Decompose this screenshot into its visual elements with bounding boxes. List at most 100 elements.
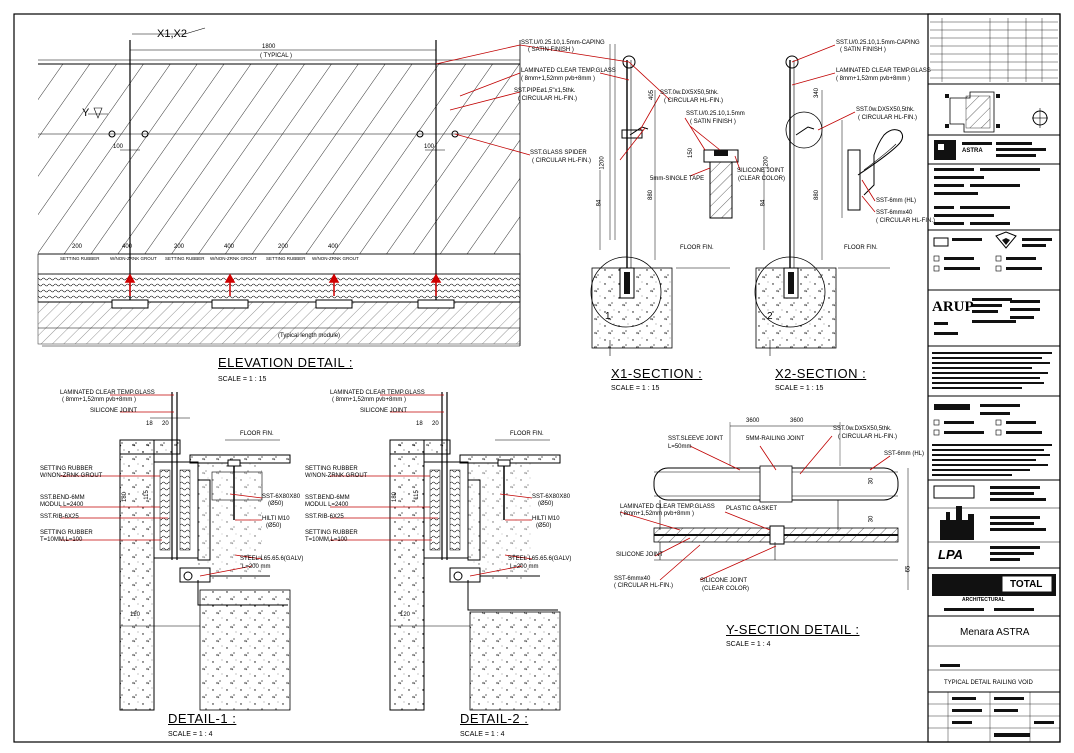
detail1-callout-rubber2-size: T=10MM,L=100 xyxy=(40,537,83,543)
x2-section-drawing xyxy=(754,44,904,349)
detail2-callout-plate: SST-6X80X80 xyxy=(532,494,571,500)
detail1-callout-silicone: SILICONE JOINT xyxy=(90,408,138,414)
y-section-drawing xyxy=(619,422,909,590)
y-callout-silicone2: SILICONE JOINT xyxy=(700,578,748,584)
y-callout-silicone2-color: (CLEAR COLOR) xyxy=(702,586,750,592)
detail2-dim-180: 180 xyxy=(392,491,399,503)
y-dim-30-b: 30 xyxy=(868,515,875,523)
x2-callout-glass: LAMINATED CLEAR TEMP.GLASS xyxy=(836,68,931,74)
elevation-dim-5: 200 xyxy=(278,244,289,250)
detail2-callout-grout: W/NON-ZRNK GROUT xyxy=(305,473,368,479)
elevation-scale: SCALE = 1 : 15 xyxy=(218,376,267,383)
elevation-typical-note: ( TYPICAL ) xyxy=(260,53,293,59)
client-brand: ASTRA xyxy=(962,148,983,154)
elevation-dim-3: 200 xyxy=(174,244,185,250)
detail2-title: DETAIL-2 : xyxy=(460,711,529,726)
detail1-callout-steel-length: L=200 mm xyxy=(242,564,271,570)
x2-callout-plate: SST-6mm (HL) xyxy=(876,198,917,204)
x2-scale: SCALE = 1 : 15 xyxy=(775,385,824,392)
elevation-dim-1: 200 xyxy=(72,244,83,250)
detail2-callout-rubber2: SETTING RUBBER xyxy=(305,530,358,536)
y-callout-railing-joint: 5MM-RAILING JOINT xyxy=(746,436,805,442)
detail1-dim-18: 18 xyxy=(146,421,153,427)
x2-callout-bar-finish: ( CIRCULAR HL-FIN.) xyxy=(876,218,936,224)
title-block-graphics xyxy=(928,18,1060,742)
detail1-callout-module: MODUL L=2400 xyxy=(40,502,84,508)
x1-callout-caping-finish: ( SATIN FINISH ) xyxy=(528,47,574,53)
x1-marker: 1 xyxy=(605,311,611,322)
x1-callout-spider-finish: ( CIRCULAR HL-FIN.) xyxy=(532,158,592,164)
x1-callout-caping: SST.U/0.25.10,1.5mm-CAPING xyxy=(521,40,605,46)
detail2-callout-bend: SST.BEND-6MM xyxy=(305,495,350,501)
x2-callout-floor: FLOOR FIN. xyxy=(844,245,878,251)
detail1-callout-grout: W/NON-ZRNK GROUT xyxy=(40,473,103,479)
elevation-title: ELEVATION DETAIL : xyxy=(218,355,353,370)
x1-callout-silicone: SILICONE JOINT xyxy=(737,168,785,174)
x1-dim-84: 84 xyxy=(596,199,603,207)
x1-section-drawing xyxy=(519,44,741,349)
detail2-callout-hilti-dia: (Ø50) xyxy=(536,523,552,529)
y-dim-3600-a: 3600 xyxy=(746,418,760,424)
y-callout-rail-finish: ( CIRCULAR HL-FIN.) xyxy=(838,434,898,440)
architectural-label: ARCHITECTURAL xyxy=(962,597,1005,603)
x1-dim-150: 150 xyxy=(688,147,695,159)
y-callout-bar: SST-6mmx40 xyxy=(614,576,651,582)
x1-callout-cap2: SST.U/0.25.10,1.5mm xyxy=(686,111,745,117)
x2-dim-84: 84 xyxy=(760,199,767,207)
y-callout-silicone: SILICONE JOINT xyxy=(616,552,664,558)
x1-dim-880: 880 xyxy=(648,189,655,201)
detail1-callout-plate: SST-6X80X80 xyxy=(262,494,301,500)
detail1-callout-floor: FLOOR FIN. xyxy=(240,431,274,437)
y-callout-plate: SST-6mm (HL) xyxy=(884,451,925,457)
detail1-title: DETAIL-1 : xyxy=(168,711,237,726)
y-dim-65: 65 xyxy=(905,565,912,573)
detail2-dim-120: 120 xyxy=(400,612,411,618)
detail2-callout-steel: STEEL L65.65.6(GALV) xyxy=(508,556,572,562)
x1-callout-rail: SST.0w.DX5X50,5thk. xyxy=(660,90,719,96)
elevation-dim-6: 400 xyxy=(328,244,339,250)
y-dim-3600-b: 3600 xyxy=(790,418,804,424)
x2-callout-caping: SST.U/0.25.10,1.5mm-CAPING xyxy=(836,40,920,46)
detail2-callout-glass: LAMINATED CLEAR TEMP.GLASS xyxy=(330,390,425,396)
detail1-callout-steel: STEEL L65.65.6(GALV) xyxy=(240,556,304,562)
x1-dim-405: 405 xyxy=(649,89,656,101)
x1-callout-glass-spec: ( 8mm+1,52mm pvb+8mm ) xyxy=(521,76,596,82)
elevation-grout-label-1: W/NON-ZRNK GROUT xyxy=(110,256,157,261)
detail2-callout-plate-dia: (Ø50) xyxy=(538,501,554,507)
detail1-callout-rubber: SETTING RUBBER xyxy=(40,466,93,472)
detail2-callout-rubber2-size: T=10MM,L=100 xyxy=(305,537,348,543)
x2-dim-1200: 1200 xyxy=(763,156,770,170)
detail1-dim-120: 120 xyxy=(130,612,141,618)
detail2-dim-18: 18 xyxy=(416,421,423,427)
x2-marker: 2 xyxy=(767,311,773,322)
detail2-callout-module: MODUL L=2400 xyxy=(305,502,349,508)
elevation-dim-100: 100 xyxy=(113,144,124,150)
detail2-callout-steel-length: L=200 mm xyxy=(510,564,539,570)
x2-dim-880: 880 xyxy=(814,189,821,201)
x1-callout-silicone-color: (CLEAR COLOR) xyxy=(738,176,786,182)
x1-dim-1200: 1200 xyxy=(599,156,606,170)
detail2-callout-glass-spec: ( 8mm+1,52mm pvb+8mm ) xyxy=(332,397,407,403)
x2-callout-rail: SST.0w.DX5X50,5thk. xyxy=(856,107,915,113)
architect-logo: LPA xyxy=(938,547,964,562)
gridline-label: X1,X2 xyxy=(157,28,187,40)
elevation-dim-2: 400 xyxy=(122,244,133,250)
x1-callout-pipe: SST.PIPEø1,5"x1,5thk. xyxy=(514,88,576,94)
elevation-bottom-note: (Typical length module) xyxy=(278,333,341,339)
y-callout-sleeve: SST.SLEEVE JOINT xyxy=(668,436,724,442)
sheet-title: TYPICAL DETAIL RAILING VOID xyxy=(944,680,1033,686)
detail1-dim-180: 180 xyxy=(122,491,129,503)
y-callout-glass: LAMINATED CLEAR TEMP.GLASS xyxy=(620,504,715,510)
y-callout-rail: SST.0w.DX5X50,5thk. xyxy=(833,426,892,432)
detail2-callout-floor: FLOOR FIN. xyxy=(510,431,544,437)
x2-dim-340: 340 xyxy=(814,87,821,99)
x1-callout-spider: SST.GLASS SPIDER xyxy=(530,150,587,156)
consultant-logo: ARUP xyxy=(932,299,974,315)
section-markers xyxy=(42,340,771,356)
x1-callout-tape: 5mm-SINGLE TAPE xyxy=(650,176,705,182)
x1-callout-rail-finish: ( CIRCULAR HL-FIN.) xyxy=(664,98,724,104)
detail1-dim-115: 115 xyxy=(143,490,150,500)
detail1-dim-20: 20 xyxy=(162,421,169,427)
y-callout-glass-spec: ( 8mm+1,52mm pvb+8mm ) xyxy=(620,511,695,517)
